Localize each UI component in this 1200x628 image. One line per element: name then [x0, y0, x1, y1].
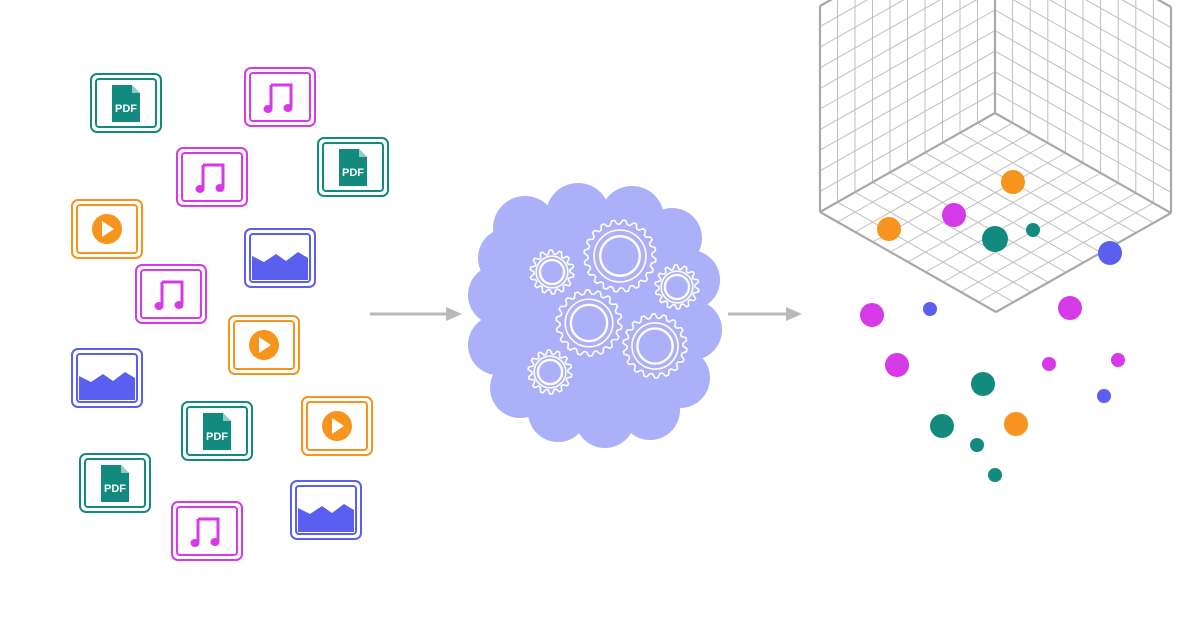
embedding-point — [1001, 170, 1025, 194]
music-note-icon — [154, 280, 184, 310]
gear-icon — [583, 219, 657, 293]
image-file-card — [71, 348, 143, 408]
arrow-to-embeddings — [728, 307, 802, 321]
embedding-point — [971, 372, 995, 396]
music-note-icon — [190, 517, 220, 547]
pdf-file-icon: PDF — [101, 465, 129, 502]
embedding-point — [1058, 296, 1082, 320]
music-note-icon — [195, 163, 225, 193]
play-icon — [92, 214, 122, 244]
embedding-point — [988, 468, 1002, 482]
gear-icon — [622, 313, 688, 379]
music-file-card — [171, 501, 243, 561]
embedding-point — [1097, 389, 1111, 403]
image-file-card — [244, 228, 316, 288]
pdf-label: PDF — [104, 483, 126, 495]
embedding-point — [942, 203, 966, 227]
pdf-file-card: PDF — [90, 73, 162, 133]
gear-icon — [654, 264, 700, 310]
image-icon — [252, 252, 308, 280]
embedding-point — [923, 302, 937, 316]
gear-icon — [529, 249, 575, 295]
pdf-file-icon: PDF — [203, 413, 231, 450]
pdf-label: PDF — [342, 167, 364, 179]
video-file-card — [301, 396, 373, 456]
music-file-card — [135, 264, 207, 324]
embedding-point — [982, 226, 1008, 252]
music-file-card — [176, 147, 248, 207]
embedding-point — [877, 217, 901, 241]
arrow-to-processing — [370, 307, 462, 321]
pdf-file-card: PDF — [181, 401, 253, 461]
video-file-card — [71, 199, 143, 259]
vector-space-cube — [818, 0, 1173, 482]
pdf-file-icon: PDF — [112, 85, 140, 122]
play-icon — [322, 411, 352, 441]
pdf-label: PDF — [115, 103, 137, 115]
play-icon — [249, 330, 279, 360]
embedding-point — [1004, 412, 1028, 436]
embedding-point — [885, 353, 909, 377]
embedding-point — [930, 414, 954, 438]
pdf-label: PDF — [206, 431, 228, 443]
embedding-point — [860, 303, 884, 327]
embedding-point — [1098, 241, 1122, 265]
embedding-point — [1042, 357, 1056, 371]
image-icon — [298, 504, 354, 532]
pdf-file-icon: PDF — [339, 149, 367, 186]
embedding-point — [970, 438, 984, 452]
gear-icon — [555, 289, 623, 357]
gear-icon — [527, 349, 573, 395]
music-note-icon — [263, 83, 293, 113]
processing-cloud-icon — [468, 183, 722, 448]
embedding-point — [1111, 353, 1125, 367]
music-file-card — [244, 67, 316, 127]
pdf-file-card: PDF — [317, 137, 389, 197]
image-file-card — [290, 480, 362, 540]
unstructured-files-group: PDF PDF PDF PDF — [71, 67, 389, 561]
video-file-card — [228, 315, 300, 375]
embedding-point — [1026, 223, 1040, 237]
pdf-file-card: PDF — [79, 453, 151, 513]
image-icon — [79, 372, 135, 400]
